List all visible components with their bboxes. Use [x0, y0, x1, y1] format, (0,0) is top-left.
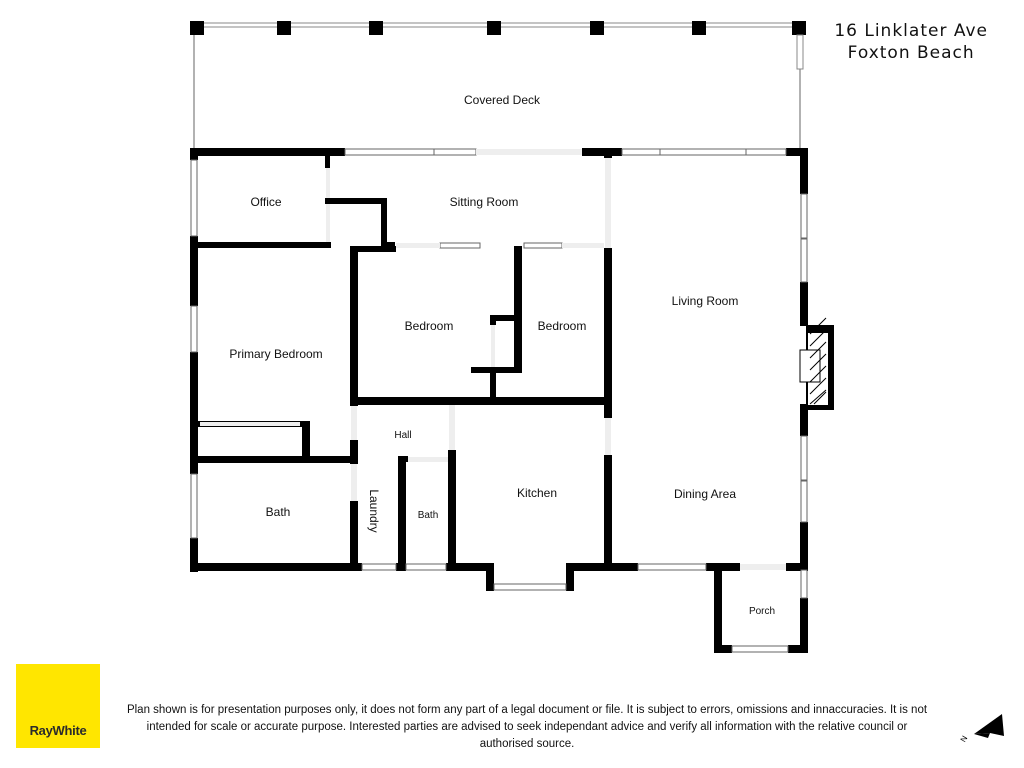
logo-text: RayWhite — [29, 723, 87, 738]
disclaimer-text: Plan shown is for presentation purposes … — [126, 704, 928, 750]
address-line-2: Foxton Beach — [847, 43, 975, 63]
label-dining-area: Dining Area — [674, 487, 736, 501]
compass-label: N — [959, 734, 970, 744]
label-bedroom-2: Bedroom — [538, 319, 587, 333]
exterior-walls — [190, 148, 808, 653]
label-bedroom-1: Bedroom — [405, 319, 454, 333]
covered-deck — [190, 21, 806, 150]
label-kitchen: Kitchen — [517, 486, 557, 500]
north-arrow-icon: N — [959, 714, 1004, 744]
raywhite-logo: RayWhite — [16, 664, 100, 748]
label-hall: Hall — [394, 430, 411, 441]
label-covered-deck: Covered Deck — [464, 93, 541, 107]
interior-walls — [190, 148, 612, 571]
label-laundry: Laundry — [367, 489, 381, 532]
openings — [200, 149, 786, 570]
label-primary-bedroom: Primary Bedroom — [229, 347, 322, 361]
label-porch: Porch — [749, 606, 775, 617]
address-line-1: 16 Linklater Ave — [834, 21, 988, 41]
label-office: Office — [250, 195, 281, 209]
label-sitting-room: Sitting Room — [450, 195, 519, 209]
windows — [190, 148, 808, 653]
label-bath-small: Bath — [418, 510, 439, 521]
label-living-room: Living Room — [672, 294, 739, 308]
property-address: 16 Linklater Ave Foxton Beach — [834, 20, 988, 64]
room-labels: Covered Deck Office Sitting Room Living … — [229, 93, 775, 617]
label-bath-main: Bath — [266, 505, 291, 519]
fireplace — [799, 317, 834, 410]
